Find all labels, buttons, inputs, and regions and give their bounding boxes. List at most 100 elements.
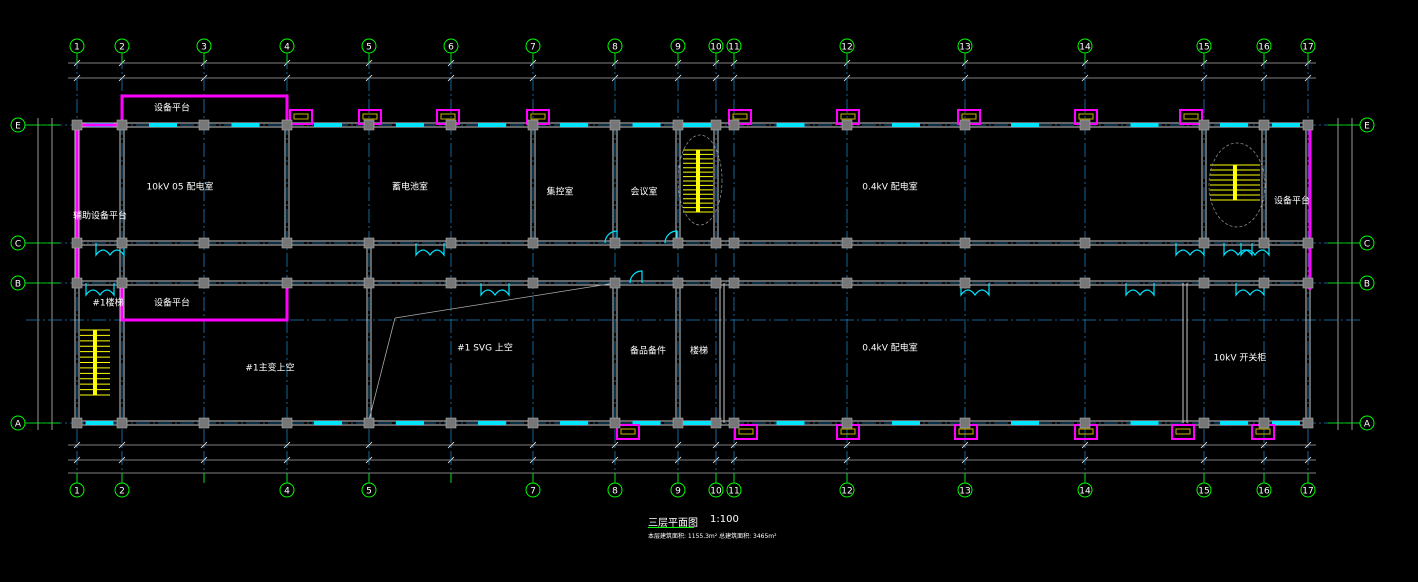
axis-bubble bbox=[1359, 275, 1375, 291]
room-label: 设备平台 bbox=[1273, 196, 1311, 207]
axis-label: 2 bbox=[119, 487, 125, 497]
axis-label: E bbox=[15, 122, 21, 132]
ac-unit-inner bbox=[440, 113, 456, 120]
dimension-tick bbox=[529, 441, 537, 449]
drawing-title: 三层平面图 bbox=[648, 518, 698, 529]
column bbox=[841, 237, 853, 249]
door-swing bbox=[604, 230, 618, 244]
column bbox=[710, 237, 722, 249]
column bbox=[1198, 417, 1210, 429]
axis-label: C bbox=[1364, 240, 1370, 250]
window bbox=[632, 421, 661, 425]
column bbox=[609, 277, 621, 289]
axis-label: 16 bbox=[1258, 43, 1270, 53]
axis-label: 7 bbox=[530, 487, 536, 497]
room-label: 备品备件 bbox=[629, 346, 667, 357]
window bbox=[149, 123, 177, 127]
column bbox=[281, 237, 293, 249]
column bbox=[841, 417, 853, 429]
room-label: 0.4kV 配电室 bbox=[862, 343, 918, 354]
column bbox=[527, 277, 539, 289]
stair-outline bbox=[1208, 142, 1266, 228]
axis-bubble bbox=[1256, 482, 1272, 498]
axis-bubble bbox=[69, 38, 85, 54]
window bbox=[1011, 123, 1039, 127]
axis-label: 17 bbox=[1302, 43, 1313, 53]
window bbox=[892, 123, 920, 127]
ac-unit bbox=[616, 424, 640, 440]
column bbox=[728, 277, 740, 289]
axis-label: 15 bbox=[1198, 487, 1209, 497]
column bbox=[527, 417, 539, 429]
ac-unit bbox=[734, 424, 758, 440]
door-swing bbox=[960, 283, 990, 297]
column bbox=[445, 277, 457, 289]
dimension-tick bbox=[1260, 441, 1268, 449]
stair-handrail bbox=[93, 330, 97, 395]
axis-bubble bbox=[361, 38, 377, 54]
room-label: 10kV 05 配电室 bbox=[146, 182, 214, 193]
axis-label: 4 bbox=[284, 487, 290, 497]
column bbox=[1079, 119, 1091, 131]
column bbox=[363, 417, 375, 429]
axis-bubble bbox=[361, 482, 377, 498]
axis-bubble bbox=[708, 38, 724, 54]
ac-unit bbox=[1179, 109, 1203, 125]
ac-unit-inner bbox=[1175, 428, 1191, 435]
door-swing bbox=[1125, 283, 1155, 297]
axis-bubble bbox=[1256, 38, 1272, 54]
axis-bubble bbox=[10, 235, 26, 251]
door-swing bbox=[95, 243, 125, 257]
dimension-tick bbox=[843, 441, 851, 449]
dimension-tick bbox=[674, 441, 682, 449]
room-label: 会议室 bbox=[630, 187, 658, 198]
axis-label: 15 bbox=[1198, 43, 1209, 53]
ac-unit-inner bbox=[958, 428, 974, 435]
axis-bubble bbox=[1359, 235, 1375, 251]
axis-label: 5 bbox=[366, 487, 372, 497]
column bbox=[116, 417, 128, 429]
axis-bubble bbox=[1196, 482, 1212, 498]
column bbox=[609, 119, 621, 131]
axis-bubble bbox=[1077, 482, 1093, 498]
axis-bubble bbox=[726, 482, 742, 498]
axis-label: 12 bbox=[841, 487, 852, 497]
axis-label: 2 bbox=[119, 43, 125, 53]
ac-unit bbox=[289, 109, 313, 125]
window bbox=[1220, 421, 1248, 425]
column bbox=[728, 237, 740, 249]
column bbox=[281, 277, 293, 289]
column bbox=[71, 417, 83, 429]
axis-label: 12 bbox=[841, 43, 852, 53]
dimension-tick bbox=[447, 441, 455, 449]
column bbox=[281, 417, 293, 429]
window bbox=[478, 421, 506, 425]
axis-bubble bbox=[839, 482, 855, 498]
room-label: 设备平台 bbox=[153, 103, 191, 114]
ac-unit-inner bbox=[1078, 428, 1094, 435]
column bbox=[728, 119, 740, 131]
axis-label: C bbox=[15, 240, 21, 250]
column bbox=[609, 417, 621, 429]
axis-bubble bbox=[708, 482, 724, 498]
axis-bubble bbox=[525, 482, 541, 498]
axis-label: 11 bbox=[728, 487, 739, 497]
platform-boundary bbox=[120, 283, 289, 322]
dimension-tick bbox=[1200, 441, 1208, 449]
door-swing bbox=[1235, 283, 1265, 297]
column bbox=[445, 119, 457, 131]
column bbox=[841, 277, 853, 289]
door-swing bbox=[629, 270, 643, 284]
column bbox=[1302, 119, 1314, 131]
ac-unit bbox=[728, 109, 752, 125]
window bbox=[231, 123, 260, 127]
ac-unit-inner bbox=[738, 428, 754, 435]
room-label: #1主变上空 bbox=[245, 363, 295, 374]
axis-bubble bbox=[607, 482, 623, 498]
room-label: 0.4kV 配电室 bbox=[862, 182, 918, 193]
column bbox=[1258, 277, 1270, 289]
column bbox=[1258, 417, 1270, 429]
column bbox=[1258, 119, 1270, 131]
dimension-tick bbox=[283, 441, 291, 449]
stair-handrail bbox=[696, 150, 700, 212]
